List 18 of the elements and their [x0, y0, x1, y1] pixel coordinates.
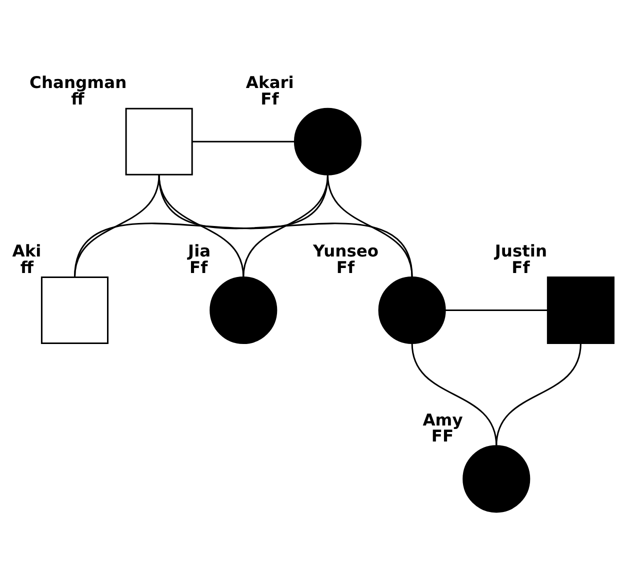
- node-box: [546, 276, 614, 344]
- connector: [445, 310, 548, 312]
- node-label: Amy: [422, 410, 463, 430]
- node-label: FF: [431, 426, 454, 446]
- node-circle: [294, 108, 362, 176]
- connector: [411, 343, 498, 446]
- connector: [192, 140, 295, 142]
- connector: [74, 174, 328, 278]
- node-box: [125, 108, 193, 176]
- node-circle: [462, 445, 530, 513]
- connector: [496, 343, 582, 446]
- connector: [158, 174, 413, 278]
- node-box: [40, 276, 109, 344]
- node-circle: [378, 276, 446, 344]
- node-label: Jia: [188, 242, 211, 261]
- node-label: Changman: [30, 73, 127, 92]
- node-circle: [210, 276, 278, 344]
- connector: [326, 174, 413, 278]
